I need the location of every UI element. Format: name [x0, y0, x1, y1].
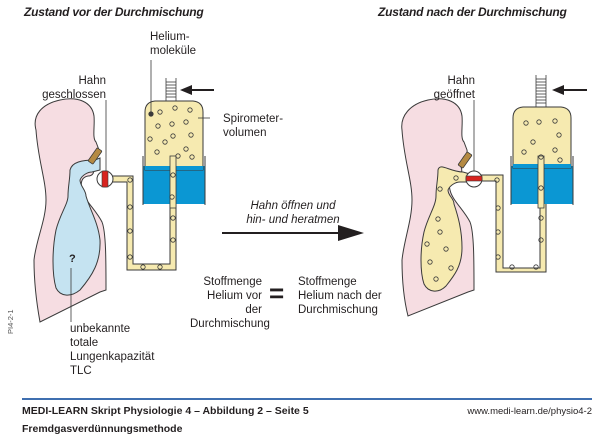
figure-code: PI4-2-1 — [6, 309, 15, 334]
transition-label-line: hin- und heratmen — [246, 214, 340, 226]
footer-subtitle: Fremdgasverdünnungsmethode — [22, 423, 183, 435]
valve-closed — [96, 170, 114, 188]
mouthpiece-before — [87, 147, 103, 165]
valve-closed-label-line: Hahn — [78, 75, 107, 87]
transition-label: Hahn öffnen und hin- und heratmen — [238, 199, 348, 227]
title-after: Zustand nach der Durchmischung — [378, 5, 567, 19]
footer-url[interactable]: www.medi-learn.de/physio4-2 — [467, 406, 592, 417]
equation-left: Stoffmenge Helium vor der Durchmischung — [190, 275, 270, 331]
footer-caption: MEDI-LEARN Skript Physiologie 4 – Abbild… — [22, 405, 309, 417]
valve-closed-label-line: geschlossen — [42, 89, 106, 101]
equation-right: Stoffmenge Helium nach der Durchmischung — [298, 275, 382, 317]
push-arrow-after — [552, 85, 587, 95]
tlc-label-line: totale — [70, 337, 99, 349]
unknown-mark: ? — [69, 253, 76, 265]
equation-right-line: Stoffmenge — [298, 276, 357, 288]
tlc-label: unbekannte totale Lungenkapazität TLC — [70, 322, 154, 378]
piston-rod-after — [535, 75, 547, 107]
transition-label-line: Hahn öffnen und — [250, 200, 336, 212]
valve-open-label: Hahn geöffnet — [410, 74, 475, 102]
valve-closed-label: Hahn geschlossen — [40, 74, 106, 102]
helium-molecules-before — [127, 105, 195, 270]
equation-left-line: Stoffmenge — [203, 276, 262, 288]
tlc-label-line: TLC — [70, 365, 92, 377]
spirometer-label-line: volumen — [223, 127, 267, 139]
mouthpiece-after — [457, 151, 473, 169]
transition-arrow — [222, 225, 364, 241]
valve-open-label-line: geöffnet — [433, 89, 475, 101]
valve-open — [465, 170, 483, 188]
equation-left-line: Durchmischung — [190, 318, 270, 330]
lung-after — [420, 166, 471, 292]
equation-left-line: Helium vor der — [207, 290, 262, 316]
tlc-label-line: unbekannte — [70, 323, 131, 335]
helium-molecules-label: Helium- moleküle — [150, 30, 196, 58]
after-scene — [401, 75, 587, 317]
equation-right-line: Durchmischung — [298, 304, 378, 316]
helium-label-line: Helium- — [150, 31, 190, 43]
equals-sign: = — [269, 278, 285, 308]
valve-open-label-line: Hahn — [447, 75, 476, 87]
before-scene — [33, 60, 214, 323]
footer-rule — [22, 398, 592, 400]
title-before: Zustand vor der Durchmischung — [24, 5, 204, 19]
push-arrow-before — [180, 85, 214, 95]
spirometer-bell-before — [144, 100, 204, 171]
piston-rod-before — [165, 78, 177, 101]
tlc-label-line: Lungenkapazität — [70, 351, 155, 363]
spirometer-volume-label: Spirometer- volumen — [223, 112, 283, 140]
helium-label-line: moleküle — [150, 45, 197, 57]
helium-molecules-after — [424, 118, 563, 282]
lung-before — [52, 157, 101, 296]
equation-right-line: Helium nach der — [298, 290, 382, 302]
spirometer-label-line: Spirometer- — [223, 113, 284, 125]
